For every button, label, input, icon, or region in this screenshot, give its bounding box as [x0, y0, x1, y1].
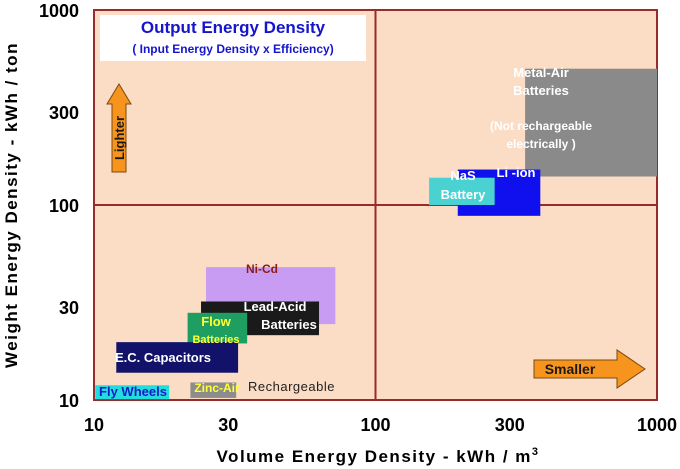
- y-tick-label: 30: [59, 298, 79, 318]
- region-note-metal-air-2: electrically ): [506, 137, 575, 151]
- y-tick-label: 1000: [39, 1, 79, 21]
- region-label-flow: Flow: [201, 314, 231, 329]
- lighter-arrow: Lighter: [106, 83, 132, 173]
- chart-subtitle: ( Input Energy Density x Efficiency): [132, 42, 333, 56]
- smaller-arrow-shape: [533, 349, 646, 389]
- smaller-arrow-label: Smaller: [545, 361, 596, 377]
- region-label-lead-acid: Lead-Acid: [244, 299, 307, 314]
- x-tick-label: 1000: [637, 415, 677, 435]
- lighter-arrow-shape: [106, 83, 132, 173]
- title-box: [100, 15, 366, 61]
- region-label-nas-2: Battery: [441, 187, 487, 202]
- rechargeable-label: Rechargeable: [248, 379, 335, 394]
- x-tick-label: 100: [360, 415, 390, 435]
- lighter-arrow-label: Lighter: [112, 116, 127, 160]
- region-fly-wheels: [95, 385, 170, 400]
- region-label-metal-air-2: Batteries: [513, 83, 569, 98]
- smaller-arrow: Smaller: [533, 349, 646, 389]
- x-axis-title-superscript: 3: [532, 446, 540, 458]
- region-label-li-ion: Li -ion: [497, 165, 536, 180]
- x-axis-title: Volume Energy Density - kWh / m3: [216, 446, 539, 466]
- region-zinc-air: [190, 382, 237, 398]
- y-tick-label: 100: [49, 196, 79, 216]
- region-label-ni-cd: Ni-Cd: [246, 262, 278, 276]
- y-tick-label: 10: [59, 391, 79, 411]
- region-label-nas: NaS: [450, 168, 476, 183]
- x-axis-title-text: Volume Energy Density - kWh / m: [216, 447, 531, 466]
- region-flow-batteries: [187, 312, 248, 344]
- region-label-flow-2: Batteries: [192, 334, 239, 346]
- region-label-ec-capacitors: E.C. Capacitors: [115, 350, 211, 365]
- region-metal-air-batteries: [525, 68, 657, 177]
- x-tick-label: 10: [84, 415, 104, 435]
- region-e-c-capacitors: [116, 342, 239, 373]
- y-tick-label: 300: [49, 103, 79, 123]
- x-tick-label: 30: [218, 415, 238, 435]
- chart-title: Output Energy Density: [141, 18, 326, 37]
- x-tick-label: 300: [495, 415, 525, 435]
- axis-ticks: 10 30 100 300 1000 10 30 100 300 1000: [39, 1, 677, 435]
- region-label-zinc-air: Zinc-Air: [194, 381, 240, 395]
- region-label-fly-wheels: Fly Wheels: [99, 384, 167, 399]
- y-axis-title: Weight Energy Density - kWh / ton: [2, 42, 21, 368]
- region-note-metal-air: (Not rechargeable: [490, 119, 592, 133]
- region-label-metal-air: Metal-Air: [513, 65, 569, 80]
- region-label-lead-acid-2: Batteries: [261, 317, 317, 332]
- region-nas-battery: [429, 177, 495, 205]
